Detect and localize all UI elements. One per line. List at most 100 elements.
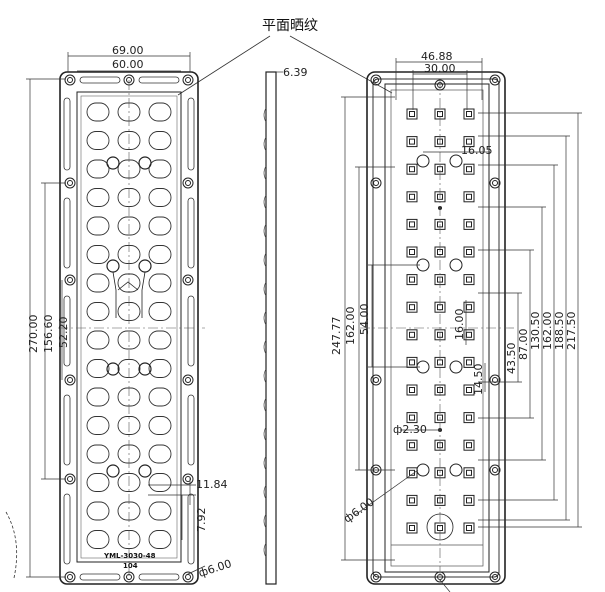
hole-offset-label: 11.84 [196,478,228,491]
led-pad-inner [466,249,472,255]
mount-hole [489,177,501,189]
led-pad-inner [437,469,443,476]
mount-hole [64,374,76,386]
led-pad-inner [409,331,415,338]
led-pad-inner [409,525,415,531]
lens [148,330,172,350]
led-pad-inner [409,138,415,145]
led-pad [406,108,418,120]
lens [117,416,141,435]
dim-162-00-label: 162.00 [344,307,357,346]
mount-hole [489,464,501,476]
mount-hole [489,571,501,583]
lens [148,416,172,435]
hole-pitch-label: 7.92 [195,508,208,533]
surface-texture-title: 平面晒纹 [262,18,318,34]
lens [148,131,172,150]
led-pad [406,467,418,479]
lens-bump [263,223,267,239]
mount-hole [64,74,76,86]
lens [148,359,172,378]
mount-hole [489,74,501,86]
lens-bump [263,542,267,558]
dim-130-50-label: 130.50 [529,312,542,351]
led-pad-inner [466,111,472,117]
lens-bump [263,165,267,181]
led-pad-inner [466,359,472,366]
lens [86,501,110,521]
led-pad-inner [466,138,472,145]
mount-hole [182,274,194,286]
led-pad [463,439,475,451]
dim-hole-offset [148,478,196,540]
led-pad [463,108,475,120]
led-pad-inner [466,442,472,449]
led-pad [463,218,475,230]
lens [86,416,110,435]
dim-87-00-label: 87.00 [517,329,530,361]
lens-bump [263,455,267,471]
led-pad-inner [466,469,472,476]
led-pad-inner [409,193,415,200]
dim-right-left-verticals [341,96,420,561]
led-pad [406,136,418,148]
led-pad [406,274,418,286]
edge-slot [79,76,121,84]
mount-hole-inner [492,377,498,383]
side-thickness-label: 6.39 [283,66,308,79]
lens-bump [263,397,267,413]
height-mid-label: 156.60 [42,315,55,354]
dim-16-05-label: 16.05 [461,144,493,157]
mount-hole-inner [67,180,73,186]
dim-16-00-label: 16.00 [453,309,466,341]
lens [86,302,110,321]
led-pad-inner [409,249,415,255]
edge-slot [63,493,71,565]
lens-bump [263,513,267,529]
led-pad [406,246,418,258]
mount-hole [64,473,76,485]
led-pad-inner [409,387,415,393]
lens [148,387,172,407]
lens [86,245,110,264]
edge-slot [187,493,195,565]
lens-bump [263,281,267,297]
lens-bump [263,310,267,326]
led-pad [463,274,475,286]
led-pad [463,494,475,506]
mount-hole-inner [67,277,73,283]
lens [148,245,172,264]
mount-hole-inner [185,377,191,383]
lens [86,159,110,179]
lens [86,444,110,464]
mount-hole-inner [67,476,73,482]
mount-hole [182,374,194,386]
led-pad [406,412,418,424]
edge-slot [63,394,71,466]
lens-bump [263,426,267,442]
dim-right-right-verticals [478,112,582,528]
led-pad-inner [466,414,472,421]
left-view: YML-3030-48 104 69.00 60.00 270.00 156.6… [5,44,233,585]
dim-14-50-label: 14.50 [472,364,485,396]
lens [148,273,172,293]
lens [117,131,141,150]
led-pad [406,522,418,534]
lens [86,473,110,492]
lens [148,302,172,321]
mount-hole-inner [185,476,191,482]
lens [148,159,172,179]
dim-217-50-label: 217.50 [565,312,578,351]
lens [148,530,172,549]
led-pad-inner [466,304,472,311]
hole-dia-label: ф6.00 [197,557,233,580]
led-pad-inner [466,166,472,173]
led-pad-inner [409,414,415,421]
edge-slot [79,573,121,581]
led-pad [406,329,418,341]
lens [86,216,110,236]
lens [86,530,110,549]
led-pad [406,356,418,368]
left-edge-slots [63,76,195,581]
